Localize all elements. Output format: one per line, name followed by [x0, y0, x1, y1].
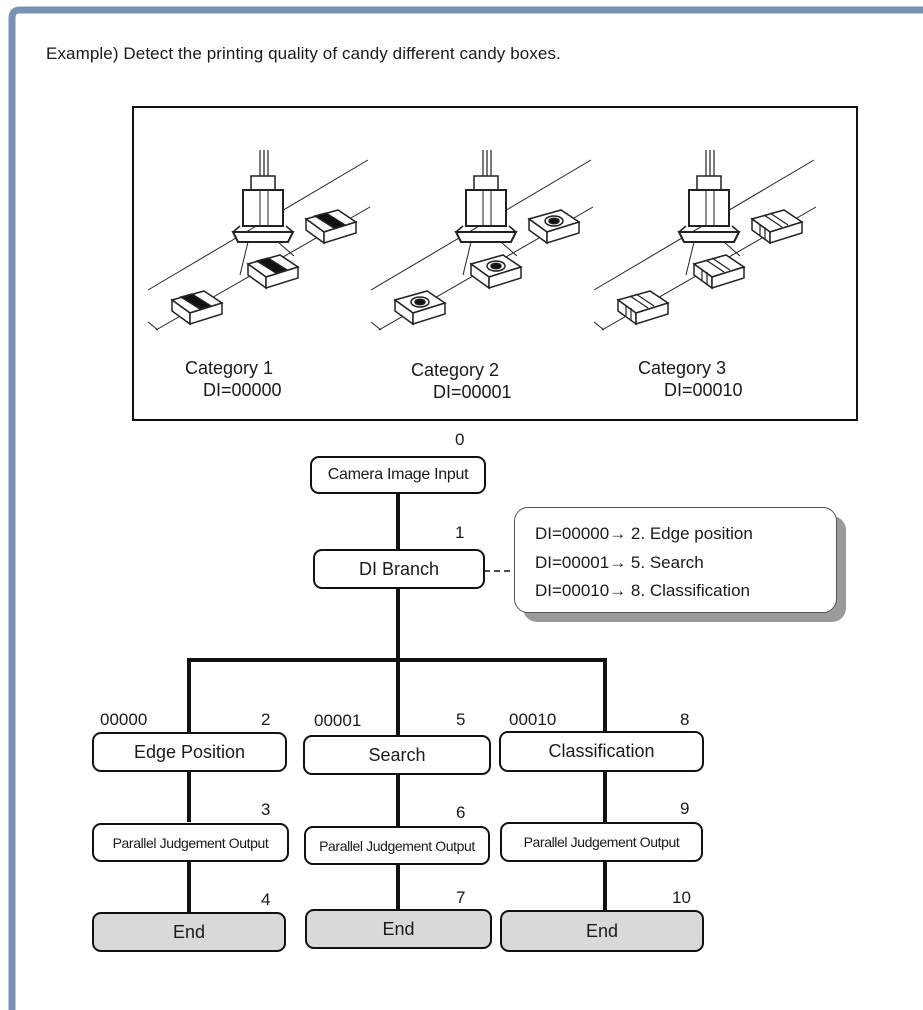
step-number: 2	[261, 710, 271, 729]
parallel-judgement-output-node[interactable]: Parallel Judgement Output	[500, 822, 703, 862]
parallel-judgement-output-node[interactable]: Parallel Judgement Output	[92, 823, 289, 862]
candy-box-icon	[393, 209, 581, 326]
conveyor-scene-3	[593, 150, 817, 331]
branch-code: 00001	[314, 711, 362, 730]
end-node[interactable]: End	[500, 910, 704, 952]
category-di: DI=00001	[433, 382, 512, 402]
category-di: DI=00010	[664, 380, 743, 400]
conveyor-scene-2	[370, 150, 594, 331]
category-di: DI=00000	[203, 380, 282, 400]
branch-rule: DI=00000→ 2. Edge position	[535, 524, 753, 543]
category-name: Category 2	[411, 360, 500, 380]
edge-position-node[interactable]: Edge Position	[92, 732, 287, 772]
parallel-judgement-output-node[interactable]: Parallel Judgement Output	[304, 826, 490, 865]
step-number: 5	[456, 710, 466, 729]
branch-code: 00000	[100, 710, 148, 729]
flow-connectors	[187, 492, 607, 912]
category-name: Category 1	[185, 358, 274, 378]
step-number: 1	[455, 523, 465, 542]
category-name: Category 3	[638, 358, 727, 378]
branch-code: 00010	[509, 710, 557, 729]
camera-icon	[677, 150, 741, 276]
camera-icon	[454, 150, 518, 276]
category-1-label: Category 1 DI=00000	[185, 357, 282, 401]
camera-icon	[231, 150, 295, 276]
step-number: 6	[456, 803, 466, 822]
candy-box-icon	[616, 209, 804, 326]
step-number: 10	[672, 888, 691, 907]
step-number: 3	[261, 800, 271, 819]
category-3-label: Category 3 DI=00010	[638, 357, 743, 401]
category-2-label: Category 2 DI=00001	[411, 359, 512, 403]
end-node[interactable]: End	[305, 909, 492, 949]
branch-condition-note: DI=00000→ 2. Edge position DI=00001→ 5. …	[514, 507, 837, 613]
example-caption: Example) Detect the printing quality of …	[46, 44, 561, 63]
candy-box-icon	[170, 209, 358, 326]
step-number: 9	[680, 799, 690, 818]
branch-rule: DI=00010→ 8. Classification	[535, 581, 750, 600]
step-number: 4	[261, 890, 271, 909]
step-number: 0	[455, 430, 465, 449]
search-node[interactable]: Search	[303, 735, 491, 775]
camera-image-input-node[interactable]: Camera Image Input	[310, 456, 486, 494]
di-branch-node[interactable]: DI Branch	[313, 549, 485, 589]
step-number: 7	[456, 888, 466, 907]
classification-node[interactable]: Classification	[499, 731, 704, 772]
step-number: 8	[680, 710, 690, 729]
conveyor-scene-1	[147, 150, 371, 331]
end-node[interactable]: End	[92, 912, 286, 952]
branch-rule: DI=00001→ 5. Search	[535, 552, 704, 572]
